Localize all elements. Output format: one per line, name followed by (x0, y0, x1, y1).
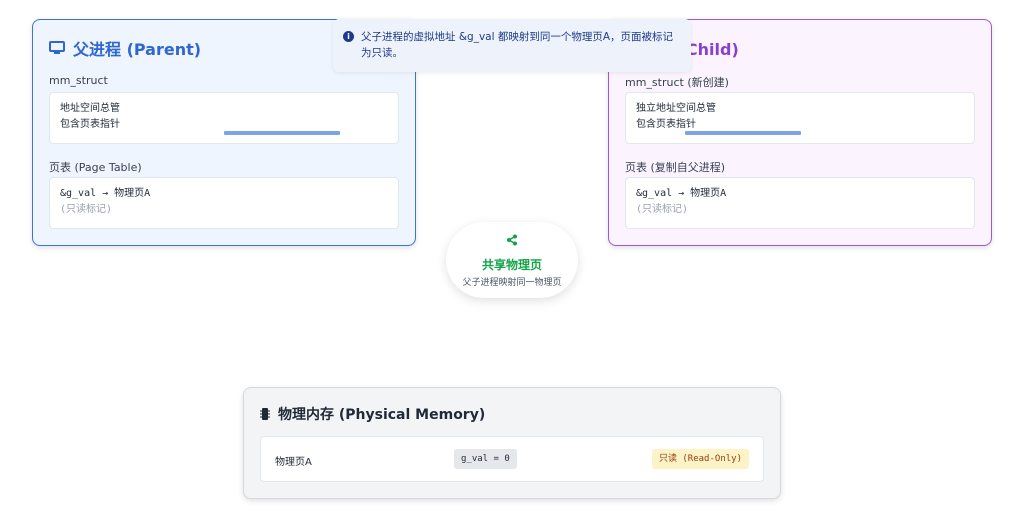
memory-title: 物理内存 (Physical Memory) (260, 404, 485, 424)
monitor-icon (49, 41, 65, 54)
info-tooltip: i 父子进程的虚拟地址 &g_val 都映射到同一个物理页A，页面被标记为只读。 (333, 19, 691, 72)
memory-page-row: 物理页A g_val = 0 只读 (Read-Only) (260, 436, 764, 482)
parent-mm-box: 地址空间总管 包含页表指针 (49, 92, 399, 144)
child-mm-line: 独立地址空间总管 (636, 103, 716, 114)
shared-page-node[interactable]: 共享物理页 父子进程映射同一物理页 (446, 222, 578, 298)
parent-pt-box: &g_val → 物理页A (只读标记) (49, 177, 399, 229)
child-pt-mapping: &g_val → 物理页A (636, 188, 727, 199)
parent-title: 父进程 (Parent) (49, 36, 201, 60)
child-pt-box: &g_val → 物理页A (只读标记) (625, 177, 975, 229)
child-pt-label: 页表 (复制自父进程) (625, 161, 726, 174)
child-mm-box: 独立地址空间总管 包含页表指针 (625, 92, 975, 144)
child-mm-label: mm_struct (新创建) (625, 76, 729, 89)
parent-mm-label: mm_struct (49, 74, 108, 87)
share-icon (507, 234, 517, 246)
child-pt-flag: (只读标记) (636, 204, 689, 215)
memory-title-text: 物理内存 (Physical Memory) (278, 407, 486, 423)
parent-pt-label: 页表 (Page Table) (49, 161, 142, 174)
pointer-bar (224, 131, 340, 135)
memory-chip-icon (260, 408, 270, 420)
readonly-badge: 只读 (Read-Only) (651, 449, 749, 469)
parent-mm-line: 地址空间总管 (60, 103, 120, 114)
parent-title-text: 父进程 (Parent) (73, 40, 202, 59)
parent-mm-line: 包含页表指针 (60, 119, 120, 130)
memory-value: g_val = 0 (454, 449, 517, 469)
shared-page-title: 共享物理页 (481, 258, 542, 272)
child-mm-line: 包含页表指针 (636, 119, 696, 130)
pointer-bar (685, 131, 801, 135)
physical-memory-card: 物理内存 (Physical Memory) 物理页A g_val = 0 只读… (243, 387, 781, 499)
memory-page-name: 物理页A (275, 457, 312, 468)
parent-pt-mapping: &g_val → 物理页A (60, 188, 151, 199)
tooltip-text: 父子进程的虚拟地址 &g_val 都映射到同一个物理页A，页面被标记为只读。 (361, 31, 674, 59)
info-icon: i (343, 31, 354, 42)
shared-page-subtitle: 父子进程映射同一物理页 (462, 278, 562, 288)
parent-pt-flag: (只读标记) (60, 204, 113, 215)
